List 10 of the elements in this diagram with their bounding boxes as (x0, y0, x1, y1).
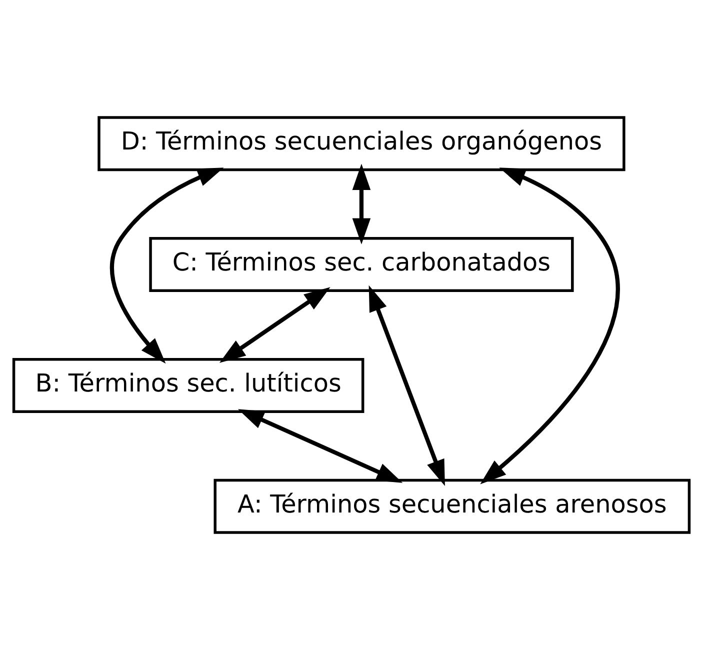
arrow (238, 409, 403, 483)
arrow (110, 168, 224, 364)
node-box: B: Términos sec. lutíticos (12, 358, 364, 413)
arrow (219, 287, 330, 363)
arrow (352, 164, 371, 244)
arrow (480, 168, 620, 484)
arrow (368, 285, 445, 486)
node-box: C: Términos sec. carbonatados (149, 237, 574, 292)
node-box: A: Términos secuenciales arenosos (214, 478, 691, 534)
node-box: D: Términos secuenciales organógenos (98, 116, 626, 172)
